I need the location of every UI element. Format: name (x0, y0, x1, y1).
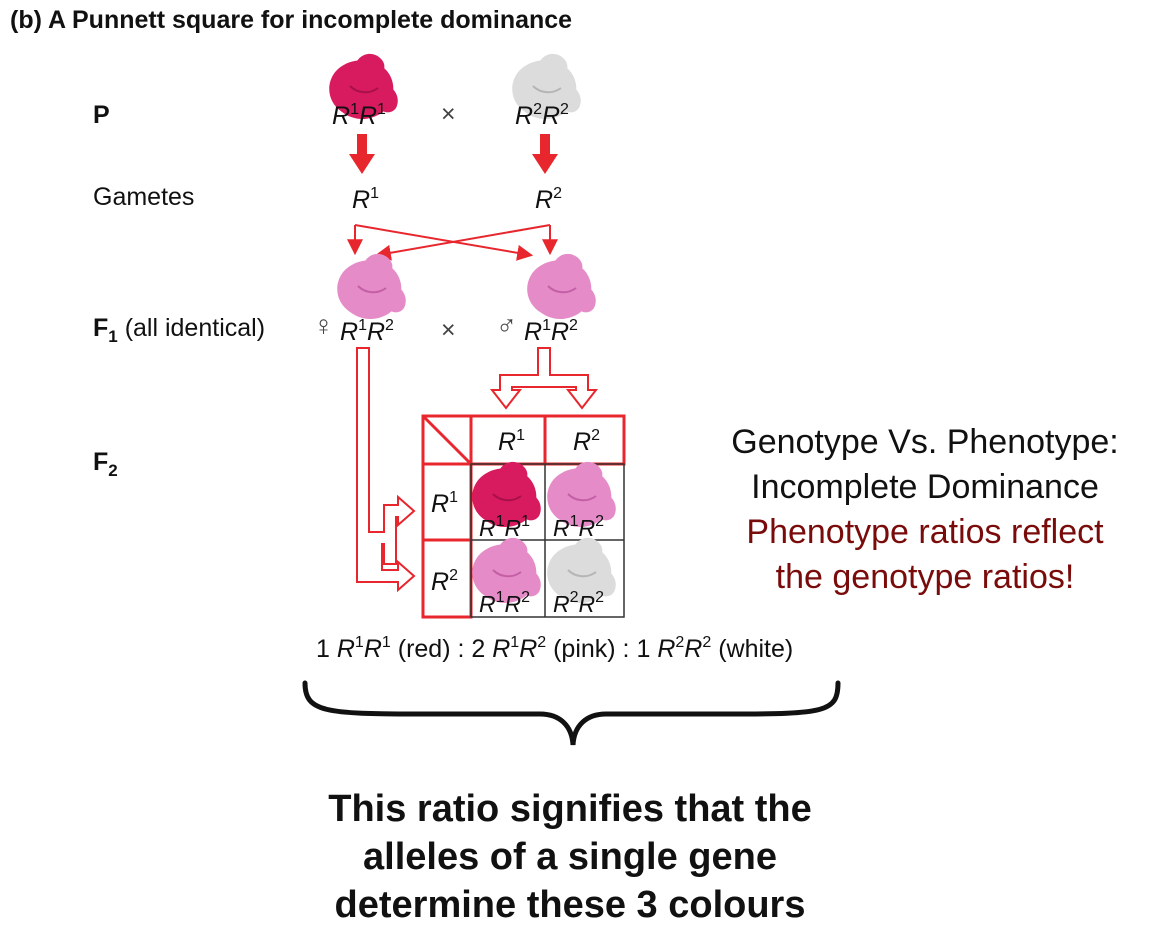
f2-label-main: F (93, 448, 109, 476)
cross-symbol: × (441, 316, 456, 344)
female-gamete-arrow (356, 347, 416, 593)
pink-flower-icon (547, 461, 616, 528)
conclusion-line2: alleles of a single gene (363, 836, 777, 878)
f2-row-label: F2 (93, 448, 118, 480)
conclusion-line3: determine these 3 colours (334, 884, 806, 926)
f1-row-label: F1 (all identical) (93, 314, 266, 346)
parent-genotype-white: R2R2 (515, 101, 569, 130)
square-cell-r1r1: R1R1 (479, 513, 531, 541)
square-cell-r2r2: R2R2 (553, 589, 605, 617)
curly-brace-icon (302, 680, 841, 746)
down-arrow-icon (349, 134, 375, 174)
parent-genotype-red: R1R1 (332, 101, 386, 130)
f1-label-main: F (93, 314, 109, 342)
cross-symbol: × (441, 100, 456, 128)
male-gamete-arrow (489, 347, 599, 410)
f2-ratio-line: 1 R1R1 (red) : 2 R1R2 (pink) : 1 R2R2 (w… (316, 634, 794, 663)
gamete-r2: R2 (535, 185, 562, 214)
side-note-line2: Incomplete Dominance (751, 468, 1099, 506)
punnett-square (421, 414, 626, 619)
square-col-header-r1: R1 (498, 427, 525, 456)
female-symbol: ♀ (313, 310, 334, 341)
square-row-header-r2: R2 (431, 567, 458, 596)
pink-flower-icon (337, 253, 406, 320)
f1-genotype-female: R1R2 (340, 317, 394, 346)
side-note-line1: Genotype Vs. Phenotype: (731, 423, 1119, 461)
red-flower-icon (329, 53, 398, 120)
p-row-label: P (93, 101, 110, 129)
square-cell-r1r2-top: R1R2 (553, 513, 605, 541)
f1-label-sub: 1 (108, 327, 118, 346)
conclusion-text: This ratio signifies that the alleles of… (220, 785, 920, 929)
f1-label-note: (all identical) (117, 314, 266, 342)
down-arrow-icon (532, 134, 558, 174)
white-flower-icon (512, 53, 581, 120)
gametes-row-label: Gametes (93, 183, 195, 211)
pink-flower-icon (472, 537, 541, 604)
side-note-line4: the genotype ratios! (775, 558, 1075, 596)
gamete-cross-arrows (347, 224, 558, 261)
pink-flower-icon (527, 253, 596, 320)
f2-label-sub: 2 (108, 461, 118, 480)
page-title: (b) A Punnett square for incomplete domi… (10, 6, 573, 34)
red-flower-icon (472, 461, 541, 528)
square-cell-r1r2-bottom: R1R2 (479, 589, 531, 617)
white-flower-icon (547, 537, 616, 604)
square-row-header-r1: R1 (431, 489, 458, 518)
square-col-header-r2: R2 (573, 427, 600, 456)
male-symbol: ♂ (496, 310, 517, 341)
side-note: Genotype Vs. Phenotype: Incomplete Domin… (690, 420, 1160, 600)
side-note-line3: Phenotype ratios reflect (746, 513, 1104, 551)
gamete-r1: R1 (352, 185, 379, 214)
conclusion-line1: This ratio signifies that the (328, 788, 812, 830)
f1-genotype-male: R1R2 (524, 317, 578, 346)
